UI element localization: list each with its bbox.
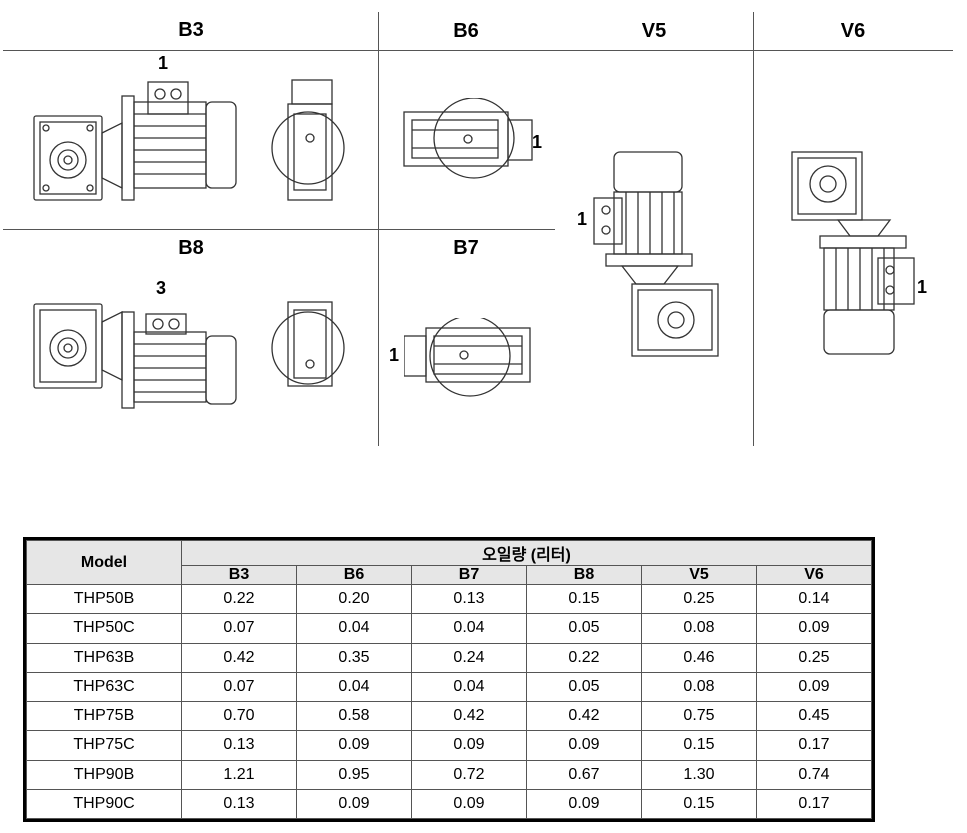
oil-value-cell: 0.45 bbox=[756, 700, 872, 732]
oil-value-cell: 0.09 bbox=[756, 671, 872, 703]
oil-value-cell: 0.95 bbox=[296, 759, 412, 790]
oil-value-cell: 0.04 bbox=[411, 613, 527, 644]
oil-value-cell: 0.04 bbox=[296, 613, 412, 644]
oil-value-cell: 0.25 bbox=[756, 642, 872, 673]
callout-b7: 1 bbox=[389, 345, 400, 365]
position-title-b3: B3 bbox=[178, 19, 204, 41]
oil-value-cell: 0.09 bbox=[526, 788, 642, 820]
oil-value-cell: 0.72 bbox=[411, 759, 527, 790]
oil-quantity-header: 오일량 (리터) bbox=[181, 540, 872, 566]
column-header: V6 bbox=[756, 565, 872, 585]
model-cell: THP75B bbox=[26, 700, 182, 732]
position-title-v6: V6 bbox=[840, 20, 866, 42]
model-cell: THP50C bbox=[26, 613, 182, 644]
gearbox-drawing-b3-side bbox=[30, 78, 240, 208]
position-title-v5: V5 bbox=[641, 20, 667, 42]
divider bbox=[3, 50, 953, 51]
oil-value-cell: 0.08 bbox=[641, 671, 757, 703]
oil-value-cell: 0.09 bbox=[526, 730, 642, 761]
oil-value-cell: 0.07 bbox=[181, 613, 297, 644]
position-title-b8: B8 bbox=[178, 237, 204, 259]
oil-value-cell: 0.04 bbox=[296, 671, 412, 703]
oil-value-cell: 0.04 bbox=[411, 671, 527, 703]
model-cell: THP50B bbox=[26, 583, 182, 615]
callout-b6: 1 bbox=[532, 132, 543, 152]
oil-value-cell: 0.07 bbox=[181, 671, 297, 703]
oil-value-cell: 0.09 bbox=[296, 788, 412, 820]
oil-value-cell: 0.14 bbox=[756, 583, 872, 615]
gearbox-drawing-b3-end bbox=[270, 78, 350, 208]
mounting-positions-diagram: B3 B6 V5 V6 B8 B7 1 1 1 1 3 1 bbox=[3, 12, 953, 446]
oil-value-cell: 0.13 bbox=[411, 583, 527, 615]
oil-value-cell: 0.09 bbox=[756, 613, 872, 644]
oil-value-cell: 0.15 bbox=[641, 730, 757, 761]
oil-value-cell: 1.21 bbox=[181, 759, 297, 790]
oil-value-cell: 0.15 bbox=[526, 583, 642, 615]
column-header: B6 bbox=[296, 565, 412, 585]
gearbox-drawing-b6 bbox=[402, 98, 542, 184]
gearbox-drawing-b7 bbox=[404, 318, 534, 398]
oil-value-cell: 0.05 bbox=[526, 613, 642, 644]
oil-value-cell: 0.75 bbox=[641, 700, 757, 732]
oil-value-cell: 0.22 bbox=[181, 583, 297, 615]
gearbox-drawing-b8-side bbox=[30, 300, 240, 410]
table-header-row: Model 오일량 (리터) bbox=[26, 540, 872, 585]
model-cell: THP90C bbox=[26, 788, 182, 820]
oil-value-cell: 1.30 bbox=[641, 759, 757, 790]
oil-value-cell: 0.22 bbox=[526, 642, 642, 673]
callout-b8: 3 bbox=[156, 278, 167, 298]
oil-value-cell: 0.09 bbox=[411, 730, 527, 761]
model-cell: THP75C bbox=[26, 730, 182, 761]
oil-value-cell: 0.46 bbox=[641, 642, 757, 673]
callout-v5: 1 bbox=[577, 209, 588, 229]
model-cell: THP63C bbox=[26, 671, 182, 703]
oil-value-cell: 0.42 bbox=[411, 700, 527, 732]
oil-value-cell: 0.74 bbox=[756, 759, 872, 790]
oil-value-cell: 0.17 bbox=[756, 788, 872, 820]
oil-value-cell: 0.08 bbox=[641, 613, 757, 644]
oil-value-cell: 0.42 bbox=[181, 642, 297, 673]
divider bbox=[3, 229, 555, 230]
column-header: B8 bbox=[526, 565, 642, 585]
oil-value-cell: 0.09 bbox=[296, 730, 412, 761]
oil-value-cell: 0.35 bbox=[296, 642, 412, 673]
model-cell: THP63B bbox=[26, 642, 182, 673]
oil-value-cell: 0.15 bbox=[641, 788, 757, 820]
oil-value-cell: 0.13 bbox=[181, 788, 297, 820]
column-header: V5 bbox=[641, 565, 757, 585]
oil-value-cell: 0.05 bbox=[526, 671, 642, 703]
divider bbox=[753, 12, 754, 446]
callout-v6: 1 bbox=[917, 277, 928, 297]
oil-value-cell: 0.24 bbox=[411, 642, 527, 673]
position-title-b7: B7 bbox=[453, 237, 479, 259]
column-header: B7 bbox=[411, 565, 527, 585]
oil-value-cell: 0.67 bbox=[526, 759, 642, 790]
oil-value-cell: 0.25 bbox=[641, 583, 757, 615]
oil-value-cell: 0.42 bbox=[526, 700, 642, 732]
oil-value-cell: 0.09 bbox=[411, 788, 527, 820]
oil-value-cell: 0.13 bbox=[181, 730, 297, 761]
callout-b3: 1 bbox=[158, 53, 169, 73]
gearbox-drawing-v6 bbox=[790, 150, 920, 360]
gearbox-drawing-b8-end bbox=[270, 300, 350, 416]
position-title-b6: B6 bbox=[453, 20, 479, 42]
oil-value-cell: 0.58 bbox=[296, 700, 412, 732]
model-cell: THP90B bbox=[26, 759, 182, 790]
gearbox-drawing-v5 bbox=[592, 150, 722, 360]
oil-value-cell: 0.70 bbox=[181, 700, 297, 732]
model-header: Model bbox=[26, 540, 182, 585]
column-header: B3 bbox=[181, 565, 297, 585]
oil-value-cell: 0.20 bbox=[296, 583, 412, 615]
oil-value-cell: 0.17 bbox=[756, 730, 872, 761]
